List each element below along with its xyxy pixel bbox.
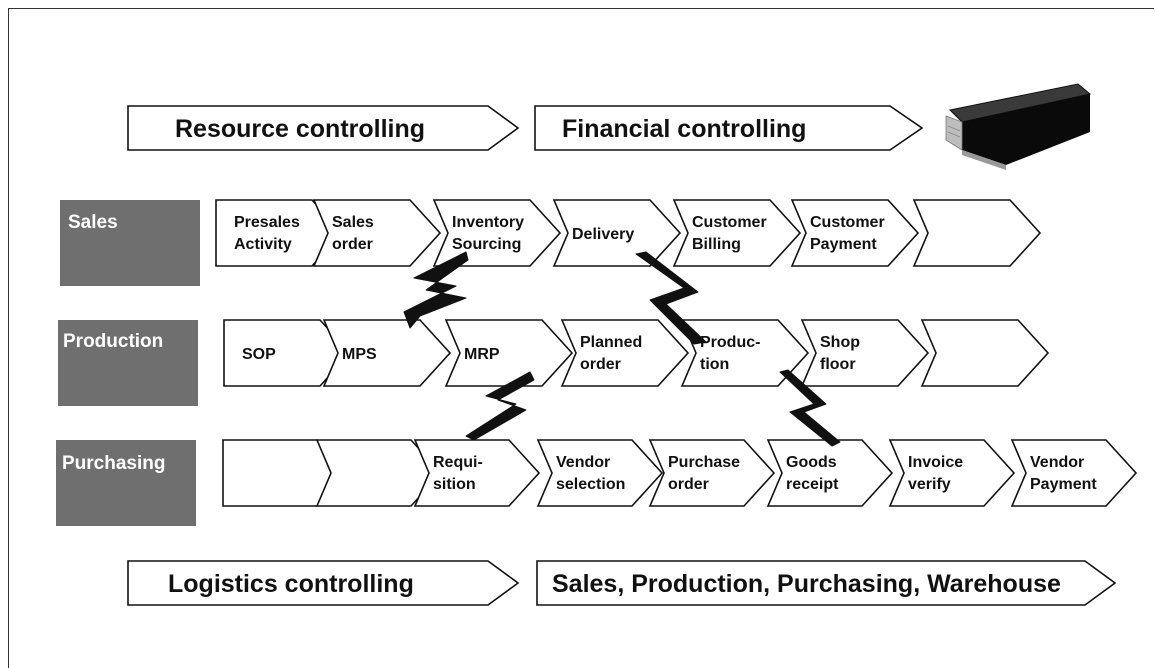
chevron-shape (215, 199, 344, 267)
chevron-shape (912, 199, 1042, 267)
chevron-step-label: Planned (580, 334, 642, 351)
chevron-shape (444, 319, 574, 387)
chevron-step-label: order (332, 236, 373, 253)
chevron-step-sop: SOP (223, 319, 352, 387)
chevron-step-label: order (668, 476, 709, 493)
lightning-bolt-icon (403, 251, 469, 329)
lightning-bolt-icon (465, 371, 535, 441)
chevron-shape (680, 319, 810, 387)
chevron-shape (322, 319, 452, 387)
purchasing-process-row: Requi-sition Vendor selection Purchase order… (222, 439, 1138, 507)
chevron-step-empty-6 (912, 199, 1042, 267)
chevron-step-label: Requi- (433, 454, 483, 471)
chevron-step-label: Purchase (668, 454, 740, 471)
sales-row-label: Sales (68, 212, 118, 233)
diagram-frame (8, 8, 1154, 668)
chevron-step-shop-floor: Shop floor (800, 319, 930, 387)
sales-row-box (60, 200, 200, 286)
chevron-shape (672, 199, 802, 267)
chevron-shape (315, 439, 443, 507)
chevron-shape (413, 439, 541, 507)
chevron-step-label: MRP (464, 346, 500, 363)
production-process-row: SOP MPS MRP Planned order Produc-tion Shop floo… (223, 319, 1050, 387)
chevron-shape (223, 319, 352, 387)
chevron-step-label: receipt (786, 476, 839, 493)
chevron-step-label: Invoice (908, 454, 963, 471)
chevron-shape (560, 319, 690, 387)
chevron-step-empty-1 (315, 439, 443, 507)
chevron-shape (552, 199, 682, 267)
chevron-step-delivery: Delivery (552, 199, 682, 267)
chevron-step-produc-tion: Produc-tion (680, 319, 810, 387)
chevron-shape (312, 199, 442, 267)
chevron-shape (432, 199, 562, 267)
modules-label: Sales, Production, Purchasing, Warehouse (552, 570, 1061, 598)
chevron-step-label: Billing (692, 236, 741, 253)
financial-controlling-arrow: Financial controlling (534, 105, 924, 151)
chevron-step-label: tion (700, 356, 729, 373)
chevron-shape (920, 319, 1050, 387)
chevron-step-label: sition (433, 476, 476, 493)
chevron-step-label: selection (556, 476, 625, 493)
chevron-step-goods-receipt: Goods receipt (766, 439, 894, 507)
chevron-step-label: Payment (810, 236, 877, 253)
resource-controlling-arrow: Resource controlling (127, 105, 520, 151)
logistics-controlling-arrow: Logistics controlling (127, 560, 520, 606)
chevron-step-label: Shop (820, 334, 860, 351)
chevron-step-label: Vendor (556, 454, 610, 471)
chevron-step-label: SOP (242, 346, 276, 363)
chevron-shape (790, 199, 920, 267)
chevron-step-label: Vendor (1030, 454, 1084, 471)
modules-arrow: Sales, Production, Purchasing, Warehouse (536, 560, 1117, 606)
chevron-step-mrp: MRP (444, 319, 574, 387)
chevron-step-label: Presales (234, 214, 300, 231)
chevron-step-label: verify (908, 476, 951, 493)
chevron-step-label: Payment (1030, 476, 1097, 493)
chevron-step-label: Activity (234, 236, 292, 253)
chevron-step-label: Inventory (452, 214, 524, 231)
chevron-step-label: MPS (342, 346, 377, 363)
chevron-step-purchase-order: Purchase order (648, 439, 776, 507)
chevron-shape (766, 439, 894, 507)
chevron-step-empty-6 (920, 319, 1050, 387)
financial-controlling-label: Financial controlling (562, 115, 806, 143)
sales-process-row: PresalesActivitySalesorderInventorySourc… (215, 199, 1042, 267)
chevron-step-label: Goods (786, 454, 837, 471)
chevron-step-label: floor (820, 356, 856, 373)
chevron-step-requi-sition: Requi-sition (413, 439, 541, 507)
production-row-box (58, 320, 198, 406)
chevron-step-planned-order: Planned order (560, 319, 690, 387)
chevron-step-label: Produc- (700, 334, 760, 351)
chevron-step-sales-order: Sales order (312, 199, 442, 267)
lightning-bolt-icon (635, 251, 707, 345)
chevron-step-label: Delivery (572, 226, 634, 243)
chevron-step-label: order (580, 356, 621, 373)
chevron-shape (1010, 439, 1138, 507)
purchasing-row-label: Purchasing (62, 453, 165, 474)
chevron-step-invoice-verify: Invoice verify (888, 439, 1016, 507)
production-row-label: Production (63, 331, 163, 352)
chevron-step-label: Sourcing (452, 236, 521, 253)
chevron-shape (536, 439, 664, 507)
chevron-step-label: Customer (810, 214, 885, 231)
chevron-shape (648, 439, 776, 507)
chevron-step-vendor-selection: Vendor selection (536, 439, 664, 507)
chevron-shape (888, 439, 1016, 507)
purchasing-row-box (56, 440, 196, 526)
book-icon (945, 83, 1092, 170)
chevron-step-label: Customer (692, 214, 767, 231)
chevron-step-mps: MPS (322, 319, 452, 387)
resource-controlling-label: Resource controlling (175, 115, 425, 143)
chevron-step-label: Sales (332, 214, 374, 231)
logistics-controlling-label: Logistics controlling (168, 570, 414, 598)
chevron-shape (800, 319, 930, 387)
lightning-bolt-icon (779, 369, 841, 447)
